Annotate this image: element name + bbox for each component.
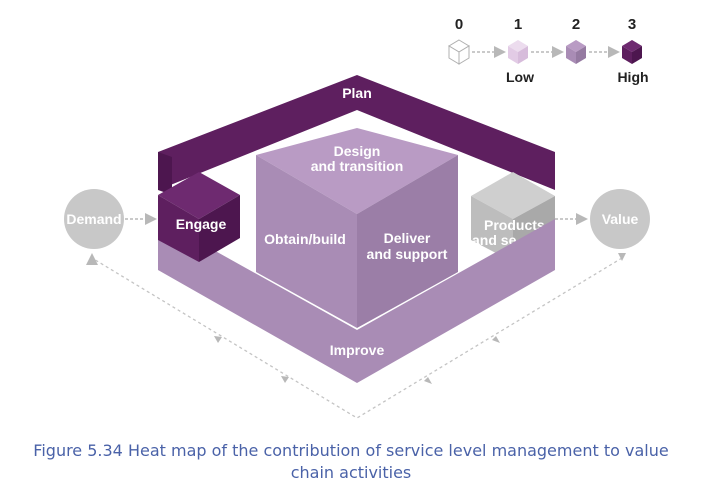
flow-arrows xyxy=(86,213,626,419)
value-label: Value xyxy=(602,211,639,227)
feedback-chevron-icon xyxy=(424,377,432,384)
deliver-and-support-face xyxy=(357,155,458,328)
value-arrow-down-icon xyxy=(618,253,626,261)
products-cube-left xyxy=(471,196,513,262)
legend-cube-3-icon xyxy=(622,40,642,64)
legend-number-0: 0 xyxy=(455,16,463,33)
legend-cube-1-icon xyxy=(508,40,528,64)
design-label-line1: Design xyxy=(334,143,381,159)
improve-label: Improve xyxy=(330,342,385,358)
engage-label: Engage xyxy=(176,216,227,232)
value-node: Value xyxy=(590,189,650,249)
demand-node: Demand xyxy=(64,189,124,249)
design-and-transition-face xyxy=(256,128,458,214)
engage-cube-top xyxy=(158,172,240,219)
deliver-label-line2: and support xyxy=(367,246,448,262)
legend-cube-0-icon xyxy=(448,39,470,65)
products-label-line2: and se xyxy=(472,232,517,248)
obtain-build-label: Obtain/build xyxy=(264,231,346,247)
feedback-chevron-icon xyxy=(281,376,289,383)
engage-activity: Engage xyxy=(158,172,240,262)
plan-activity: Plan xyxy=(158,75,555,195)
legend-number-3: 3 xyxy=(628,16,636,33)
design-label-line2: and transition xyxy=(311,158,404,174)
demand-circle xyxy=(64,189,124,249)
legend-number-2: 2 xyxy=(572,16,580,33)
value-circle xyxy=(590,189,650,249)
deliver-label-line1: Deliver xyxy=(384,230,431,246)
legend-cube-2-icon xyxy=(566,40,586,64)
central-cube: Design and transition Obtain/build Deliv… xyxy=(256,128,458,328)
legend-number-1: 1 xyxy=(514,16,522,33)
caption-line-1: Figure 5.34 Heat map of the contribution… xyxy=(33,441,669,460)
improve-base xyxy=(158,219,555,383)
plan-frame xyxy=(158,75,555,190)
legend: 0 1 2 3 Low High xyxy=(448,16,649,85)
legend-low-label: Low xyxy=(506,69,534,85)
products-label-line1: Products xyxy=(484,217,545,233)
legend-high-label: High xyxy=(617,69,648,85)
caption-line-2: chain activities xyxy=(290,463,412,482)
products-and-services-activity: Products and se xyxy=(471,172,555,262)
demand-label: Demand xyxy=(66,211,121,227)
plan-frame-side xyxy=(158,152,172,195)
improve-activity: Improve xyxy=(158,219,555,383)
obtain-build-face xyxy=(256,155,357,328)
engage-cube-left xyxy=(158,195,199,262)
feedback-loop-line xyxy=(91,257,623,419)
feedback-chevron-icon xyxy=(214,336,222,343)
feedback-chevron-icon xyxy=(492,336,500,343)
products-cube-top xyxy=(471,172,555,219)
plan-label: Plan xyxy=(342,85,372,101)
engage-cube-right xyxy=(199,195,240,262)
figure-caption: Figure 5.34 Heat map of the contribution… xyxy=(0,440,702,484)
